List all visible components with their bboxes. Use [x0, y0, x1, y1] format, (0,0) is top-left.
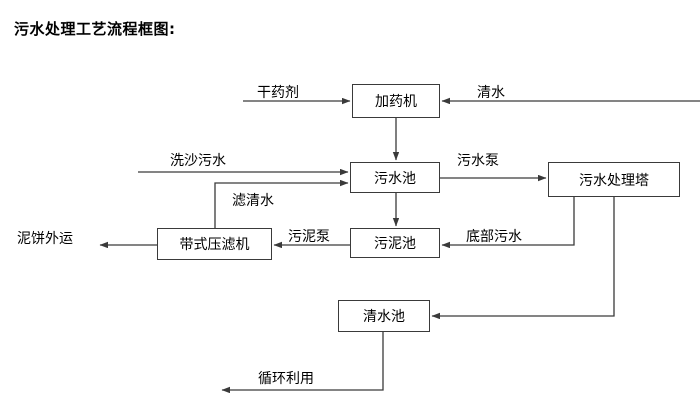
edge-label-filtered-clear-water: 滤清水 — [232, 193, 274, 209]
node-clear-water-pool[interactable]: 清水池 — [338, 300, 430, 332]
edge-label-bottom-sewage: 底部污水 — [466, 229, 522, 245]
node-dosing-machine[interactable]: 加药机 — [352, 84, 440, 118]
page-title: 污水处理工艺流程框图: — [14, 20, 176, 38]
node-label: 带式压滤机 — [179, 237, 250, 253]
terminal-sand-wash-sewage: 洗沙污水 — [170, 153, 226, 169]
node-label: 清水池 — [363, 309, 405, 325]
node-label: 加药机 — [375, 94, 417, 110]
wire-belt-filter-press-to-sewage-pool — [214, 179, 349, 228]
edge-label-recycle-reuse: 循环利用 — [258, 371, 314, 387]
terminal-clean-water-input: 清水 — [477, 85, 505, 101]
node-treatment-tower[interactable]: 污水处理塔 — [548, 162, 680, 197]
edge-label-sewage-pump: 污水泵 — [457, 153, 499, 169]
terminal-mud-cake-transport: 泥饼外运 — [17, 231, 73, 247]
edge-label-sludge-pump: 污泥泵 — [288, 229, 330, 245]
node-sewage-pool[interactable]: 污水池 — [350, 162, 440, 193]
node-sludge-pool[interactable]: 污泥池 — [350, 228, 440, 258]
node-label: 污泥池 — [374, 236, 416, 252]
node-belt-filter-press[interactable]: 带式压滤机 — [157, 228, 272, 260]
wire-clear-water-pool-to-recycle — [221, 332, 384, 394]
wire-treatment-tower-to-sludge-pool — [441, 197, 575, 249]
node-label: 污水处理塔 — [579, 172, 649, 189]
node-label: 污水池 — [374, 170, 416, 187]
terminal-dry-chemical: 干药剂 — [257, 85, 299, 101]
wire-treatment-tower-to-clear-water-pool — [431, 197, 615, 320]
